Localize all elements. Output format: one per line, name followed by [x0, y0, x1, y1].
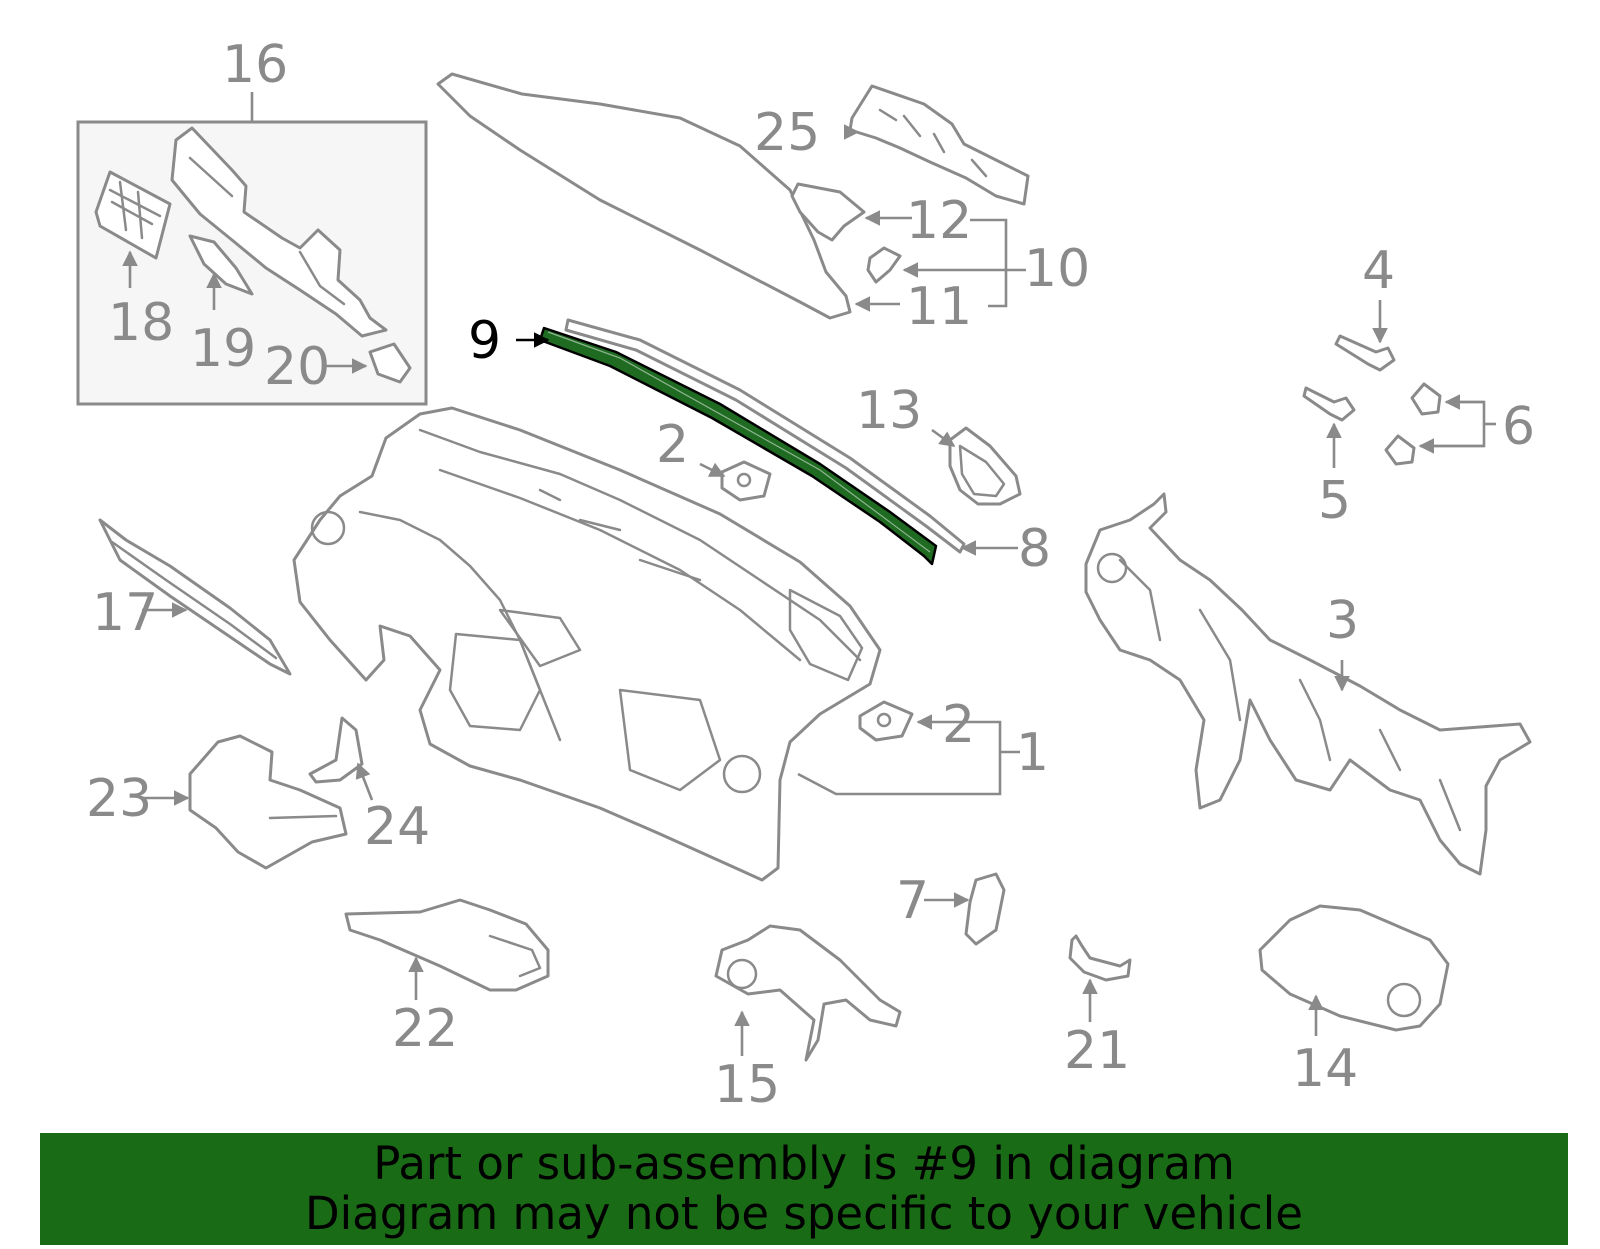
part-3-cross-car-beam[interactable]: [1084, 492, 1532, 876]
callout-labels: 16 18 19 20 25 12 10 11 9 13 2 8 4 6 5 3…: [86, 35, 1535, 1115]
callout-8[interactable]: 8: [1018, 519, 1051, 579]
part-18-vent[interactable]: [94, 170, 172, 260]
callout-18[interactable]: 18: [108, 293, 174, 353]
callout-11[interactable]: 11: [906, 277, 972, 337]
part-21-bracket[interactable]: [1068, 934, 1132, 982]
callout-15[interactable]: 15: [714, 1055, 780, 1115]
callout-12[interactable]: 12: [906, 191, 972, 251]
part-2-lower-clip[interactable]: [858, 700, 914, 742]
callout-9[interactable]: 9: [468, 311, 501, 371]
part-25-bracket[interactable]: [848, 84, 1030, 206]
callout-14[interactable]: 14: [1292, 1039, 1358, 1099]
callout-20[interactable]: 20: [264, 337, 330, 397]
callout-4[interactable]: 4: [1362, 241, 1395, 301]
callout-17[interactable]: 17: [92, 583, 158, 643]
callout-19[interactable]: 19: [190, 319, 256, 379]
callout-2-upper[interactable]: 2: [656, 415, 689, 475]
callout-5[interactable]: 5: [1318, 471, 1351, 531]
part-8-strip[interactable]: [564, 318, 966, 554]
callout-6[interactable]: 6: [1502, 397, 1535, 457]
callout-16[interactable]: 16: [222, 35, 288, 95]
part-7-trim[interactable]: [964, 872, 1006, 946]
callout-25[interactable]: 25: [754, 103, 820, 163]
part-23-duct[interactable]: [188, 734, 348, 870]
part-17-trim[interactable]: [98, 518, 292, 676]
part-2-upper-clip[interactable]: [720, 460, 772, 502]
inset-assembly-16: [76, 92, 428, 406]
part-5-bolt[interactable]: [1302, 386, 1356, 422]
part-22-cover[interactable]: [344, 898, 550, 992]
part-19-clip[interactable]: [188, 234, 254, 296]
callout-13[interactable]: 13: [856, 381, 922, 441]
part-4-bolt[interactable]: [1334, 334, 1396, 372]
callout-10[interactable]: 10: [1024, 239, 1090, 299]
callout-23[interactable]: 23: [86, 769, 152, 829]
callout-24[interactable]: 24: [364, 797, 430, 857]
part-6-cap-lower[interactable]: [1384, 434, 1416, 466]
part-13-vent-ring[interactable]: [948, 426, 1022, 506]
part-9-defroster-seal[interactable]: [538, 326, 938, 566]
part-14-glovebox[interactable]: [1258, 904, 1450, 1032]
footer-banner: Part or sub-assembly is #9 in diagram Di…: [40, 1133, 1568, 1245]
part-15-bezel[interactable]: [714, 924, 902, 1062]
footer-banner-background: [40, 1133, 1568, 1245]
callout-3[interactable]: 3: [1326, 591, 1359, 651]
part-24-bracket[interactable]: [308, 716, 364, 784]
callout-22[interactable]: 22: [392, 999, 458, 1059]
part-12-bracket[interactable]: [790, 182, 866, 242]
part-20-clip[interactable]: [368, 342, 412, 384]
part-1-instrument-panel[interactable]: [292, 406, 882, 882]
part-16-bracket[interactable]: [170, 126, 388, 338]
part-top-cover-panel[interactable]: [436, 72, 852, 320]
callout-7[interactable]: 7: [896, 871, 929, 931]
callout-21[interactable]: 21: [1064, 1021, 1130, 1081]
banner-line-2: Diagram may not be specific to your vehi…: [305, 1187, 1303, 1240]
part-11-clip[interactable]: [866, 246, 902, 284]
leaders: [142, 124, 1496, 1056]
callout-2-lower[interactable]: 2: [942, 695, 975, 755]
banner-line-1: Part or sub-assembly is #9 in diagram: [373, 1137, 1235, 1190]
callout-1[interactable]: 1: [1016, 723, 1049, 783]
part-6-cap-upper[interactable]: [1410, 382, 1442, 416]
